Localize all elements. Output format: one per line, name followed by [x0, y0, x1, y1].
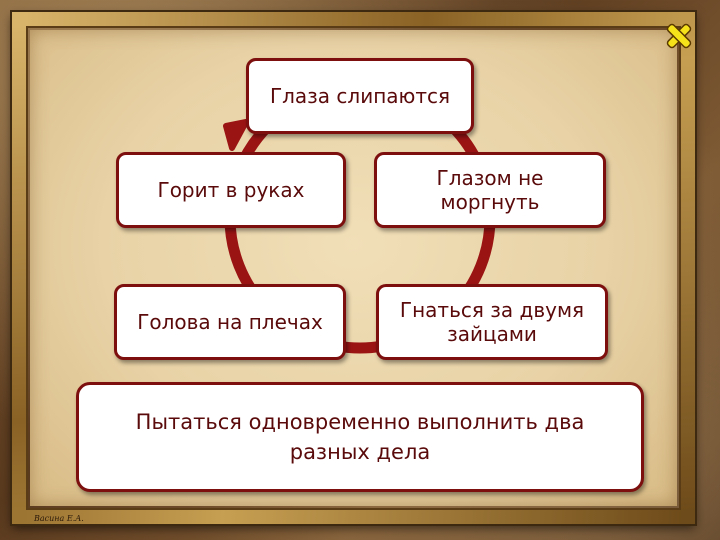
node-left-lower-label: Голова на плечах	[137, 310, 323, 334]
node-top: Глаза слипаются	[246, 58, 474, 134]
author-signature: Васина Е.А.	[34, 514, 84, 523]
node-left-lower: Голова на плечах	[114, 284, 346, 360]
node-right-upper: Глазом не моргнуть	[374, 152, 606, 228]
definition-box: Пытаться одновременно выполнить два разн…	[76, 382, 644, 492]
node-top-label: Глаза слипаются	[269, 84, 451, 108]
node-left-upper-label: Горит в руках	[157, 178, 305, 202]
node-right-upper-label: Глазом не моргнуть	[436, 166, 544, 214]
cycle-arrowhead	[223, 119, 249, 151]
node-right-lower-label: Гнаться за двумя зайцами	[399, 298, 585, 346]
node-left-upper: Горит в руках	[116, 152, 346, 228]
node-right-lower: Гнаться за двумя зайцами	[376, 284, 608, 360]
definition-text: Пытаться одновременно выполнить два разн…	[135, 410, 585, 464]
close-icon[interactable]	[664, 21, 694, 51]
